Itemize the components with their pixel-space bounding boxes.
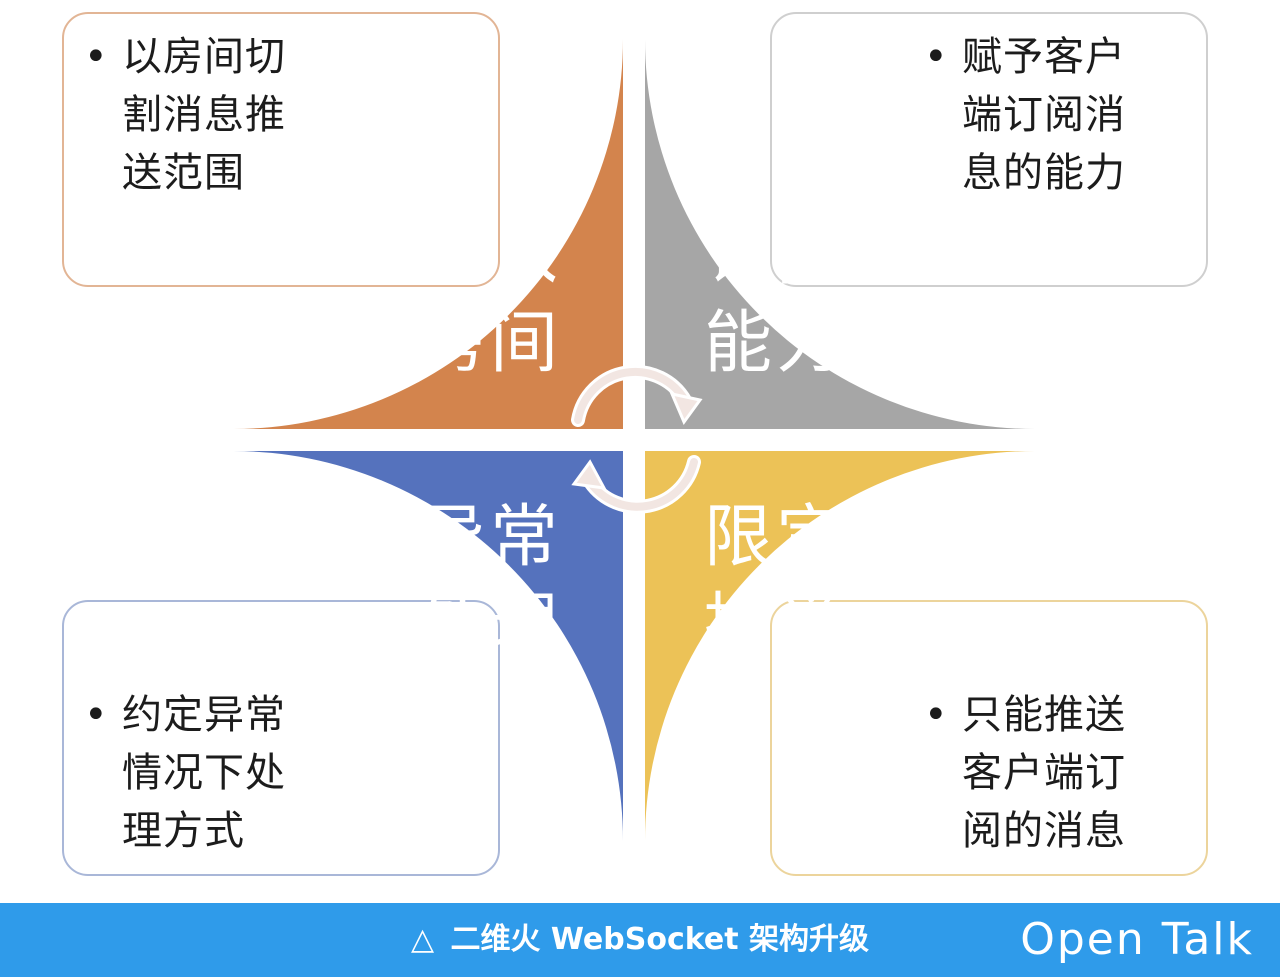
footer-bar: △ 二维火 WebSocket 架构升级 Open Talk [0, 903, 1280, 977]
note-line: 阅的消息 [962, 808, 1126, 854]
note-box-top-left [62, 12, 500, 287]
note-line: 约定异常 [122, 692, 286, 738]
quadrant-label-top-left: 引入 房间 [390, 212, 590, 388]
note-top-left: • 以房间切 割消息推 送范围 [84, 28, 362, 202]
brand-logo: Open Talk [1020, 914, 1254, 965]
quadrant-label-line: 能力 [703, 304, 848, 383]
quadrant-label-top-right: 订阅 能力 [676, 212, 876, 388]
note-line: 送范围 [122, 150, 245, 196]
caption-text: 二维火 WebSocket 架构升级 [450, 922, 870, 957]
note-line: 赋予客户 [962, 34, 1126, 80]
note-line: 端订阅消 [962, 92, 1126, 138]
quadrant-label-line: 限定 [703, 498, 848, 577]
quadrant-top-left [233, 39, 624, 430]
quadrant-label-line: 引入 [417, 216, 562, 295]
quadrant-label-line: 异常 [417, 498, 562, 577]
note-box-bottom-right [770, 600, 1208, 876]
quadrant-label-line: 订阅 [703, 216, 848, 295]
bullet-icon: • [84, 692, 109, 738]
note-line: 客户端订 [962, 750, 1126, 796]
quadrant-top-right [645, 39, 1035, 430]
note-box-top-right [770, 12, 1208, 287]
footer-caption: △ 二维火 WebSocket 架构升级 [0, 903, 1280, 977]
quadrant-label-line: 处理 [417, 586, 562, 665]
quadrant-label-line: 房间 [417, 304, 562, 383]
bullet-icon: • [924, 692, 949, 738]
note-box-bottom-left [62, 600, 500, 876]
quadrant-bottom-right [645, 451, 1035, 841]
cycle-arrows-icon [571, 364, 703, 514]
note-line: 息的能力 [962, 150, 1126, 196]
quadrant-label-bottom-left: 异常 处理 [390, 494, 590, 670]
quadrant-label-line: 推送 [703, 586, 848, 665]
quadrant-bottom-left [233, 451, 624, 841]
note-line: 只能推送 [962, 692, 1126, 738]
triangle-icon: △ [410, 922, 435, 957]
bullet-icon: • [84, 34, 109, 80]
bullet-icon: • [924, 34, 949, 80]
quadrant-wheel [233, 39, 1035, 841]
note-line: 以房间切 [122, 34, 286, 80]
note-top-right: • 赋予客户 端订阅消 息的能力 [924, 28, 1202, 202]
note-bottom-right: • 只能推送 客户端订 阅的消息 [924, 686, 1202, 860]
note-line: 情况下处 [122, 750, 286, 796]
quadrant-label-bottom-right: 限定 推送 [676, 494, 876, 670]
note-line: 割消息推 [122, 92, 286, 138]
note-bottom-left: • 约定异常 情况下处 理方式 [84, 686, 362, 860]
four-quadrant-diagram: 引入 房间 订阅 能力 异常 处理 限定 推送 • 以房间切 割消息推 送范围 … [62, 12, 1208, 876]
note-line: 理方式 [122, 808, 245, 854]
